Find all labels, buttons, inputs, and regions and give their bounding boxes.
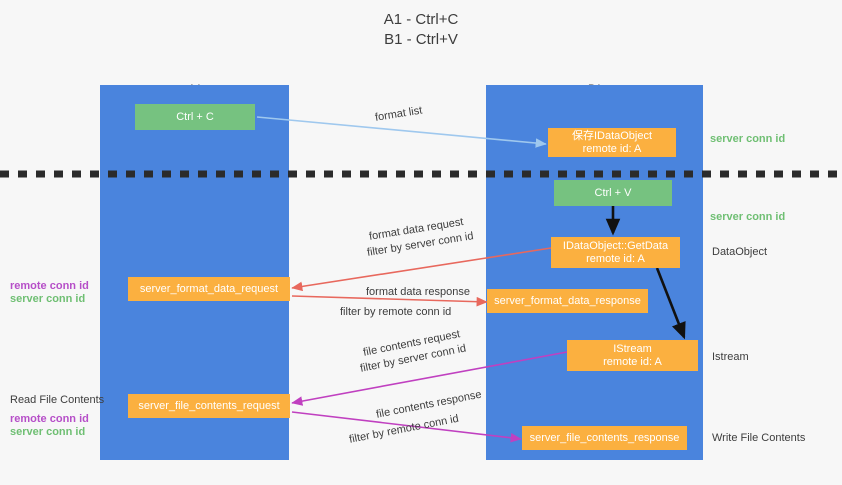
edge-filter-file-contents-response: filter by remote conn id <box>348 412 460 447</box>
node-server-format-data-request[interactable]: server_format_data_request <box>128 277 290 301</box>
remote-conn-id-text: remote conn id <box>378 306 452 318</box>
side-label-server-conn-id-2: server conn id <box>10 426 86 438</box>
edge-label-format-data-response: format data response <box>366 286 470 298</box>
side-label-dataobject: DataObject <box>712 246 768 258</box>
node-idataobject-getdata[interactable]: IDataObject::GetData remote id: A <box>551 237 680 268</box>
side-label-istream: Istream <box>712 351 749 363</box>
filter-by-text: filter by <box>340 306 376 318</box>
side-label-remote-conn-id-1: remote conn id <box>10 280 89 292</box>
edge-label-format-list: format list <box>374 104 424 124</box>
node-server-file-contents-request[interactable]: server_file_contents_request <box>128 394 290 418</box>
filter-by-text: filter by <box>348 427 386 446</box>
node-istream[interactable]: IStream remote id: A <box>567 340 698 371</box>
diagram-title: A1 - Ctrl+C B1 - Ctrl+V <box>383 11 459 48</box>
node-ctrl-v[interactable]: Ctrl + V <box>554 180 672 206</box>
node-save-idataobject[interactable]: 保存IDataObject remote id: A <box>548 128 676 157</box>
edge-filter-format-data-response: filter by remote conn id <box>340 305 451 319</box>
side-label-server-conn-id-top: server conn id <box>710 133 786 145</box>
node-ctrl-c[interactable]: Ctrl + C <box>135 104 255 130</box>
side-label-read-file-contents: Read File Contents <box>10 394 105 406</box>
side-label-write-file-contents: Write File Contents <box>712 432 806 444</box>
node-server-format-data-response[interactable]: server_format_data_response <box>487 289 648 313</box>
node-server-file-contents-response[interactable]: server_file_contents_response <box>522 426 687 450</box>
side-label-server-conn-id-1: server conn id <box>10 293 86 305</box>
side-label-server-conn-id-mid: server conn id <box>710 211 786 223</box>
side-label-remote-conn-id-2: remote conn id <box>10 413 89 425</box>
filter-by-text: filter by <box>366 241 404 259</box>
